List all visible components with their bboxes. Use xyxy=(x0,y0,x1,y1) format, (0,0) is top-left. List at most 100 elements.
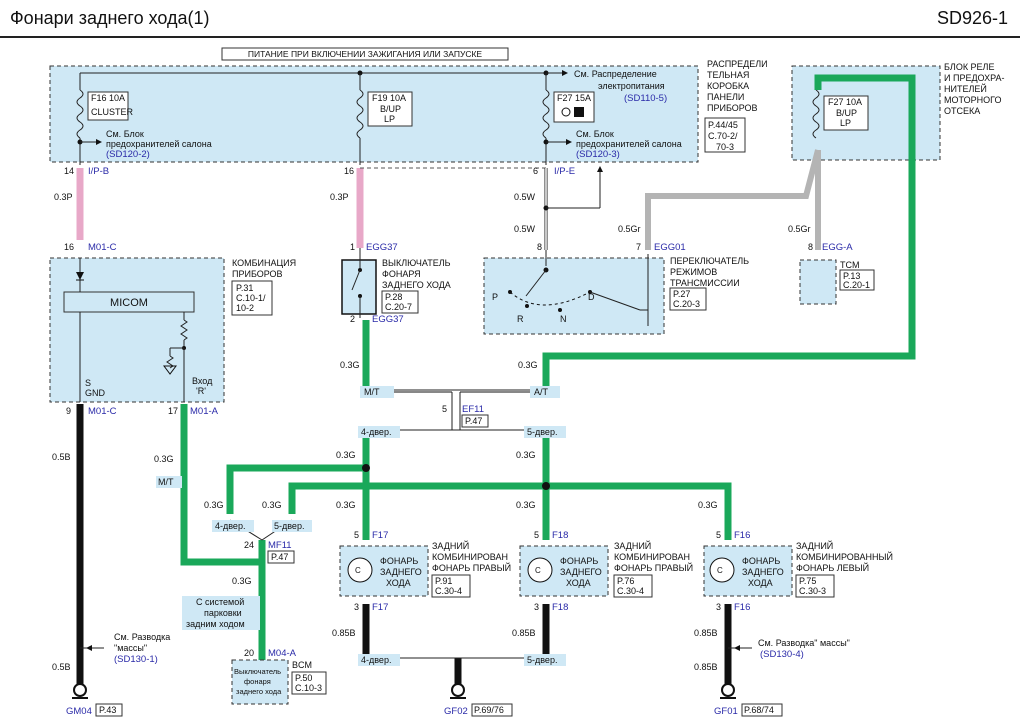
switch-icon xyxy=(351,269,361,291)
wire-label: 0.5W xyxy=(514,192,536,202)
wire-label: 0.5Gr xyxy=(618,224,641,234)
wire-label: 0.5Gr xyxy=(788,224,811,234)
connector-egga: EGG-A xyxy=(822,242,853,253)
wire-label: 0.85B xyxy=(512,628,536,638)
wire-label: 0.85B xyxy=(694,662,718,672)
fuse-f19-icon xyxy=(356,89,364,139)
svg-text:ПРИБОРОВ: ПРИБОРОВ xyxy=(707,103,758,113)
fuse-f27b-box xyxy=(823,95,869,131)
svg-text:ПЕРЕКЛЮЧАТЕЛЬ: ПЕРЕКЛЮЧАТЕЛЬ xyxy=(670,256,749,266)
wire-label: 0.3G xyxy=(516,450,536,460)
wire-label: 0.3G xyxy=(698,500,718,510)
connector-mf11: MF11 xyxy=(268,540,292,551)
tcm-ref: P.13 xyxy=(843,271,860,281)
lamp-r1-inner: ФОНАРЬ xyxy=(380,556,418,566)
svg-text:ПРИБОРОВ: ПРИБОРОВ xyxy=(232,269,283,279)
blok-ref: См. Блок xyxy=(106,129,144,139)
diode-icon xyxy=(76,272,84,280)
pin-label: 5 xyxy=(716,530,721,540)
ground-gf01-ref: P.68/74 xyxy=(744,705,774,715)
trans-switch-box xyxy=(483,257,665,335)
connector-f18b: F18 xyxy=(552,602,568,613)
switch-ref: C.20-7 xyxy=(385,302,412,312)
connector-m01c2: M01-C xyxy=(88,406,117,417)
sd110-5-ref: (SD110-5) xyxy=(624,93,667,104)
pin-label: 7 xyxy=(636,242,641,252)
tag-box xyxy=(524,654,566,666)
lamp-l-ref: C.30-3 xyxy=(799,586,826,596)
trans-ref: C.20-3 xyxy=(673,299,700,309)
bcm-inner: фонаря xyxy=(244,677,271,686)
pin-label: 6 xyxy=(533,166,538,176)
bcm-ref: C.10-3 xyxy=(295,683,322,693)
bulb-icon xyxy=(709,557,735,583)
gear-p-label: P xyxy=(492,292,498,302)
svg-text:C: C xyxy=(717,566,723,575)
tcm-ref-box xyxy=(839,269,875,291)
wire-label: 0.3P xyxy=(330,192,349,202)
svg-text:БЛОК РЕЛЕ: БЛОК РЕЛЕ xyxy=(944,62,994,72)
ipjb-ref: 70-3 xyxy=(716,142,734,152)
svg-text:ЗАДНИЙ: ЗАДНИЙ xyxy=(432,540,469,551)
pin-label: 20 xyxy=(244,648,254,658)
wire-label: 0.5W xyxy=(514,224,536,234)
lamp-r1-ref: C.30-4 xyxy=(435,586,462,596)
pin-label: 3 xyxy=(354,602,359,612)
lamp-r1-ref-box xyxy=(431,574,471,598)
fuse-f19-label: LP xyxy=(384,114,395,124)
lamp-r2-title: ЗАДНИЙ КОМБИНИРОВАН ФОНАРЬ ПРАВЫЙ xyxy=(614,540,693,573)
wire-label: 0.3G xyxy=(232,576,252,586)
backup-switch-box xyxy=(341,259,377,315)
engine-box-label: БЛОК РЕЛЕ И ПРЕДОХРА- НИТЕЛЕЙ МОТОРНОГО … xyxy=(944,62,1005,116)
arrow-icon xyxy=(86,645,92,651)
wire-label: 0.85B xyxy=(694,628,718,638)
pin-label: 16 xyxy=(344,166,354,176)
tag-box xyxy=(530,386,560,398)
ground-icon xyxy=(163,365,177,375)
wire-label: 0.3G xyxy=(262,500,282,510)
svg-text:ВЫКЛЮЧАТЕЛЬ: ВЫКЛЮЧАТЕЛЬ xyxy=(382,258,451,268)
tag-4d: 4-двер. xyxy=(215,521,245,531)
svg-text:МОТОРНОГО: МОТОРНОГО xyxy=(944,95,1001,105)
svg-text:ЗАДНЕГО ХОДА: ЗАДНЕГО ХОДА xyxy=(382,280,451,290)
key-icon xyxy=(574,107,584,117)
svg-text:ЗАДНИЙ: ЗАДНИЙ xyxy=(614,540,651,551)
svg-text:ФОНАРЬ ПРАВЫЙ: ФОНАРЬ ПРАВЫЙ xyxy=(614,562,693,573)
power-label: ПИТАНИЕ ПРИ ВКЛЮЧЕНИИ ЗАЖИГАНИЯ ИЛИ ЗАПУ… xyxy=(248,49,483,59)
lamp-l-inner: ЗАДНЕГО xyxy=(742,567,784,577)
vhod-label: Вход xyxy=(192,376,213,386)
tag-5d: 5-двер. xyxy=(274,521,304,531)
tag-box xyxy=(212,520,254,532)
ground-gm04-ref: P.43 xyxy=(99,705,116,715)
lamp-r2-ref: P.76 xyxy=(617,576,634,586)
header-bar: Фонари заднего хода(1) SD926-1 xyxy=(0,0,1020,38)
dist-ref: См. Распределение xyxy=(574,69,657,79)
pin-label: 5 xyxy=(442,404,447,414)
engine-icon xyxy=(561,107,571,117)
lamp-l-inner: ХОДА xyxy=(748,578,773,588)
svg-text:РАСПРЕДЕЛИ: РАСПРЕДЕЛИ xyxy=(707,59,768,69)
ground-gf01-icon xyxy=(720,683,736,699)
parking-note: задним ходом xyxy=(186,619,245,629)
tag-mt: M/T xyxy=(364,387,380,397)
fuse-f16-box xyxy=(87,91,129,121)
ipjb-label: РАСПРЕДЕЛИ ТЕЛЬНАЯ КОРОБКА ПАНЕЛИ ПРИБОР… xyxy=(707,59,768,113)
connector-f16: F16 xyxy=(734,530,750,541)
lamp-l-title: ЗАДНИЙ КОМБИНИРОВАННЫЙ ФОНАРЬ ЛЕВЫЙ xyxy=(796,540,893,573)
svg-text:КОМБИНИРОВАН: КОМБИНИРОВАН xyxy=(614,552,690,562)
svg-text:ТРАНСМИССИИ: ТРАНСМИССИИ xyxy=(670,278,740,288)
svg-text:ФОНАРЬ ПРАВЫЙ: ФОНАРЬ ПРАВЫЙ xyxy=(432,562,511,573)
cluster-ref: P.31 xyxy=(236,283,253,293)
pin-label: 1 xyxy=(350,242,355,252)
pin-label: 17 xyxy=(168,406,178,416)
svg-text:КОМБИНАЦИЯ: КОМБИНАЦИЯ xyxy=(232,258,296,268)
tag-box xyxy=(358,654,400,666)
ground-gm04-icon xyxy=(72,683,88,699)
arrow-up-icon xyxy=(597,166,603,172)
micom-label: MICOM xyxy=(110,297,148,309)
tag-4d: 4-двер. xyxy=(361,655,391,665)
sd120-3-ref: (SD120-3) xyxy=(576,149,620,160)
parking-note: С системой xyxy=(196,597,244,607)
fuse-f27b-label: LP xyxy=(840,118,851,128)
